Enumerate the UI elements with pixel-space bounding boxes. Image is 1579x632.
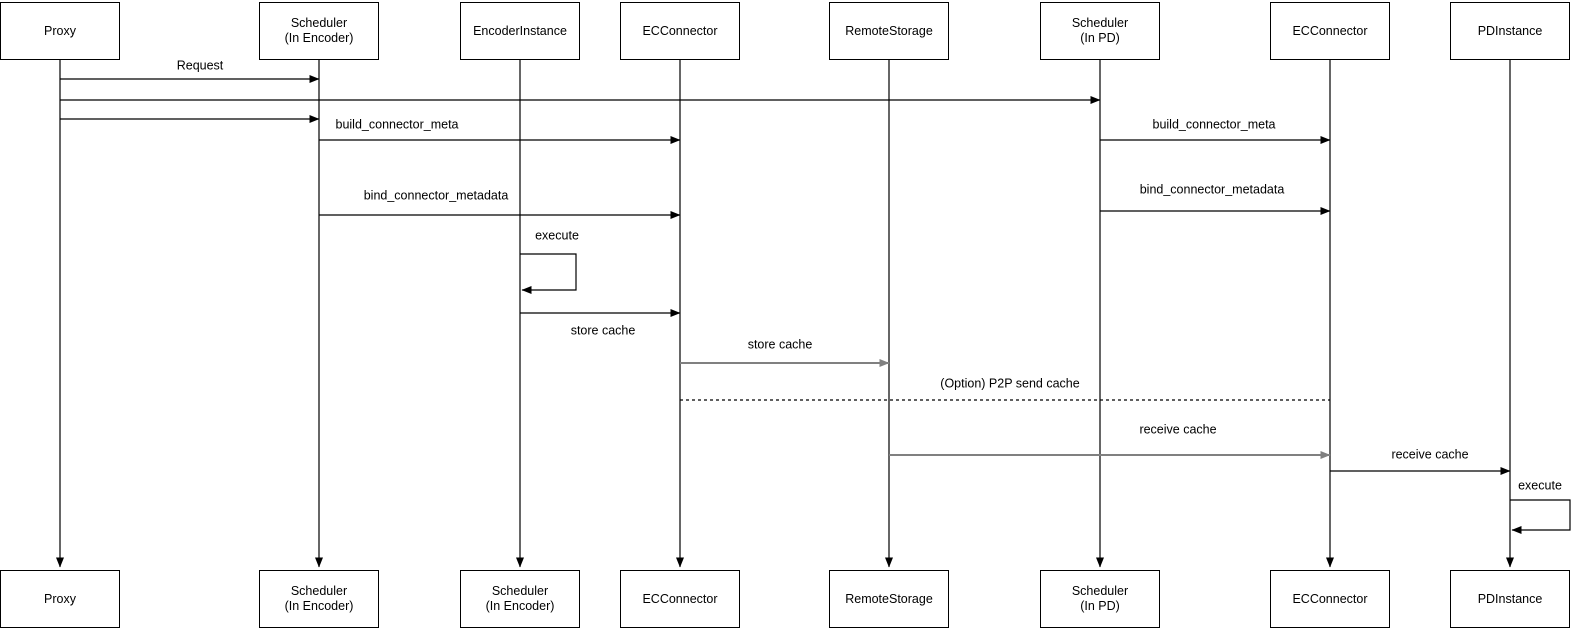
- message-label: receive cache: [1390, 447, 1470, 463]
- message-label: Request: [175, 58, 225, 74]
- self-loop-arrow-0: [520, 253, 577, 294]
- participant-box-bottom-proxy: Proxy: [0, 570, 120, 628]
- message-label: build_connector_meta: [1151, 117, 1277, 133]
- participant-label: Proxy: [44, 23, 76, 38]
- participant-box-top-remote-storage: RemoteStorage: [829, 2, 949, 60]
- participant-box-bottom-ec-connector-right: ECConnector: [1270, 570, 1390, 628]
- participant-box-bottom-scheduler-in-encoder: Scheduler (In Encoder): [259, 570, 379, 628]
- participant-box-bottom-ec-connector-left: ECConnector: [620, 570, 740, 628]
- message-label: receive cache: [1138, 422, 1218, 438]
- participant-box-top-pd-instance: PDInstance: [1450, 2, 1570, 60]
- participant-box-top-ec-connector-left: ECConnector: [620, 2, 740, 60]
- message-label: (Option) P2P send cache: [939, 376, 1081, 392]
- participant-label: ECConnector: [642, 591, 718, 606]
- self-loop-label: execute: [1517, 478, 1563, 494]
- participant-box-bottom-encoder-instance: Scheduler (In Encoder): [460, 570, 580, 628]
- participant-box-bottom-remote-storage: RemoteStorage: [829, 570, 949, 628]
- participant-box-top-scheduler-in-encoder: Scheduler (In Encoder): [259, 2, 379, 60]
- participant-label: ECConnector: [1292, 23, 1368, 38]
- participant-label: PDInstance: [1477, 591, 1543, 606]
- participant-label: ECConnector: [1292, 591, 1368, 606]
- participant-label: PDInstance: [1477, 23, 1543, 38]
- participant-label: Proxy: [44, 591, 76, 606]
- message-label: bind_connector_metadata: [362, 188, 510, 204]
- participant-label: ECConnector: [642, 23, 718, 38]
- self-loop-label: execute: [534, 228, 580, 244]
- message-label: store cache: [746, 337, 814, 353]
- participant-box-bottom-pd-instance: PDInstance: [1450, 570, 1570, 628]
- participant-box-top-encoder-instance: EncoderInstance: [460, 2, 580, 60]
- participant-label: Scheduler (In PD): [1071, 584, 1129, 613]
- participant-box-top-proxy: Proxy: [0, 2, 120, 60]
- message-label: store cache: [569, 323, 637, 339]
- participant-box-top-scheduler-in-pd: Scheduler (In PD): [1040, 2, 1160, 60]
- participant-box-bottom-scheduler-in-pd: Scheduler (In PD): [1040, 570, 1160, 628]
- message-label: bind_connector_metadata: [1138, 182, 1286, 198]
- participant-label: Scheduler (In PD): [1071, 16, 1129, 45]
- participant-label: Scheduler (In Encoder): [284, 584, 354, 613]
- participant-label: Scheduler (In Encoder): [485, 584, 555, 613]
- participant-label: RemoteStorage: [845, 591, 933, 606]
- self-loop-arrow-1: [1510, 499, 1571, 534]
- participant-label: RemoteStorage: [845, 23, 933, 38]
- participant-box-top-ec-connector-right: ECConnector: [1270, 2, 1390, 60]
- participant-label: Scheduler (In Encoder): [284, 16, 354, 45]
- message-label: build_connector_meta: [334, 117, 460, 133]
- participant-label: EncoderInstance: [473, 23, 567, 38]
